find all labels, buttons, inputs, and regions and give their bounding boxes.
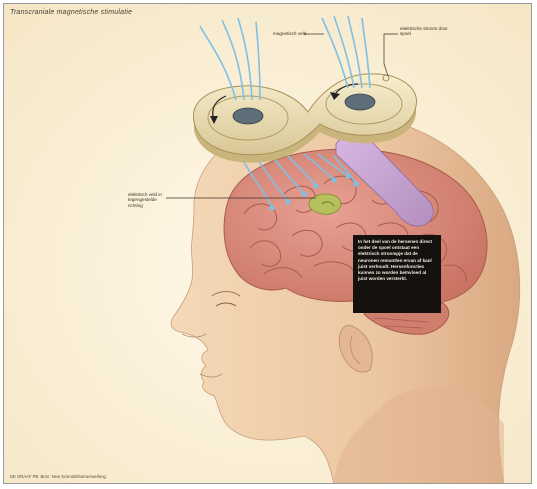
diagram-title: Transcraniale magnetische stimulatie [10,9,132,16]
label-electric-field: elektrisch veld in tegengestelde richtin… [128,192,168,208]
label-electric-current-coil: elektrische stroom door spoel [400,26,448,37]
stimulated-area [309,194,341,214]
illustration-frame: Transcraniale magnetische stimulatie mag… [3,3,532,484]
caption-box: In het deel van de hersenen direct onder… [353,235,441,313]
label-magnetic-field: magnetisch veld [273,31,321,36]
tms-illustration [4,4,532,484]
caption-text: In het deel van de hersenen direct onder… [358,239,432,281]
credit-line: DE GRAAF PB. Bron: New Scientist/Samenwe… [10,474,106,479]
